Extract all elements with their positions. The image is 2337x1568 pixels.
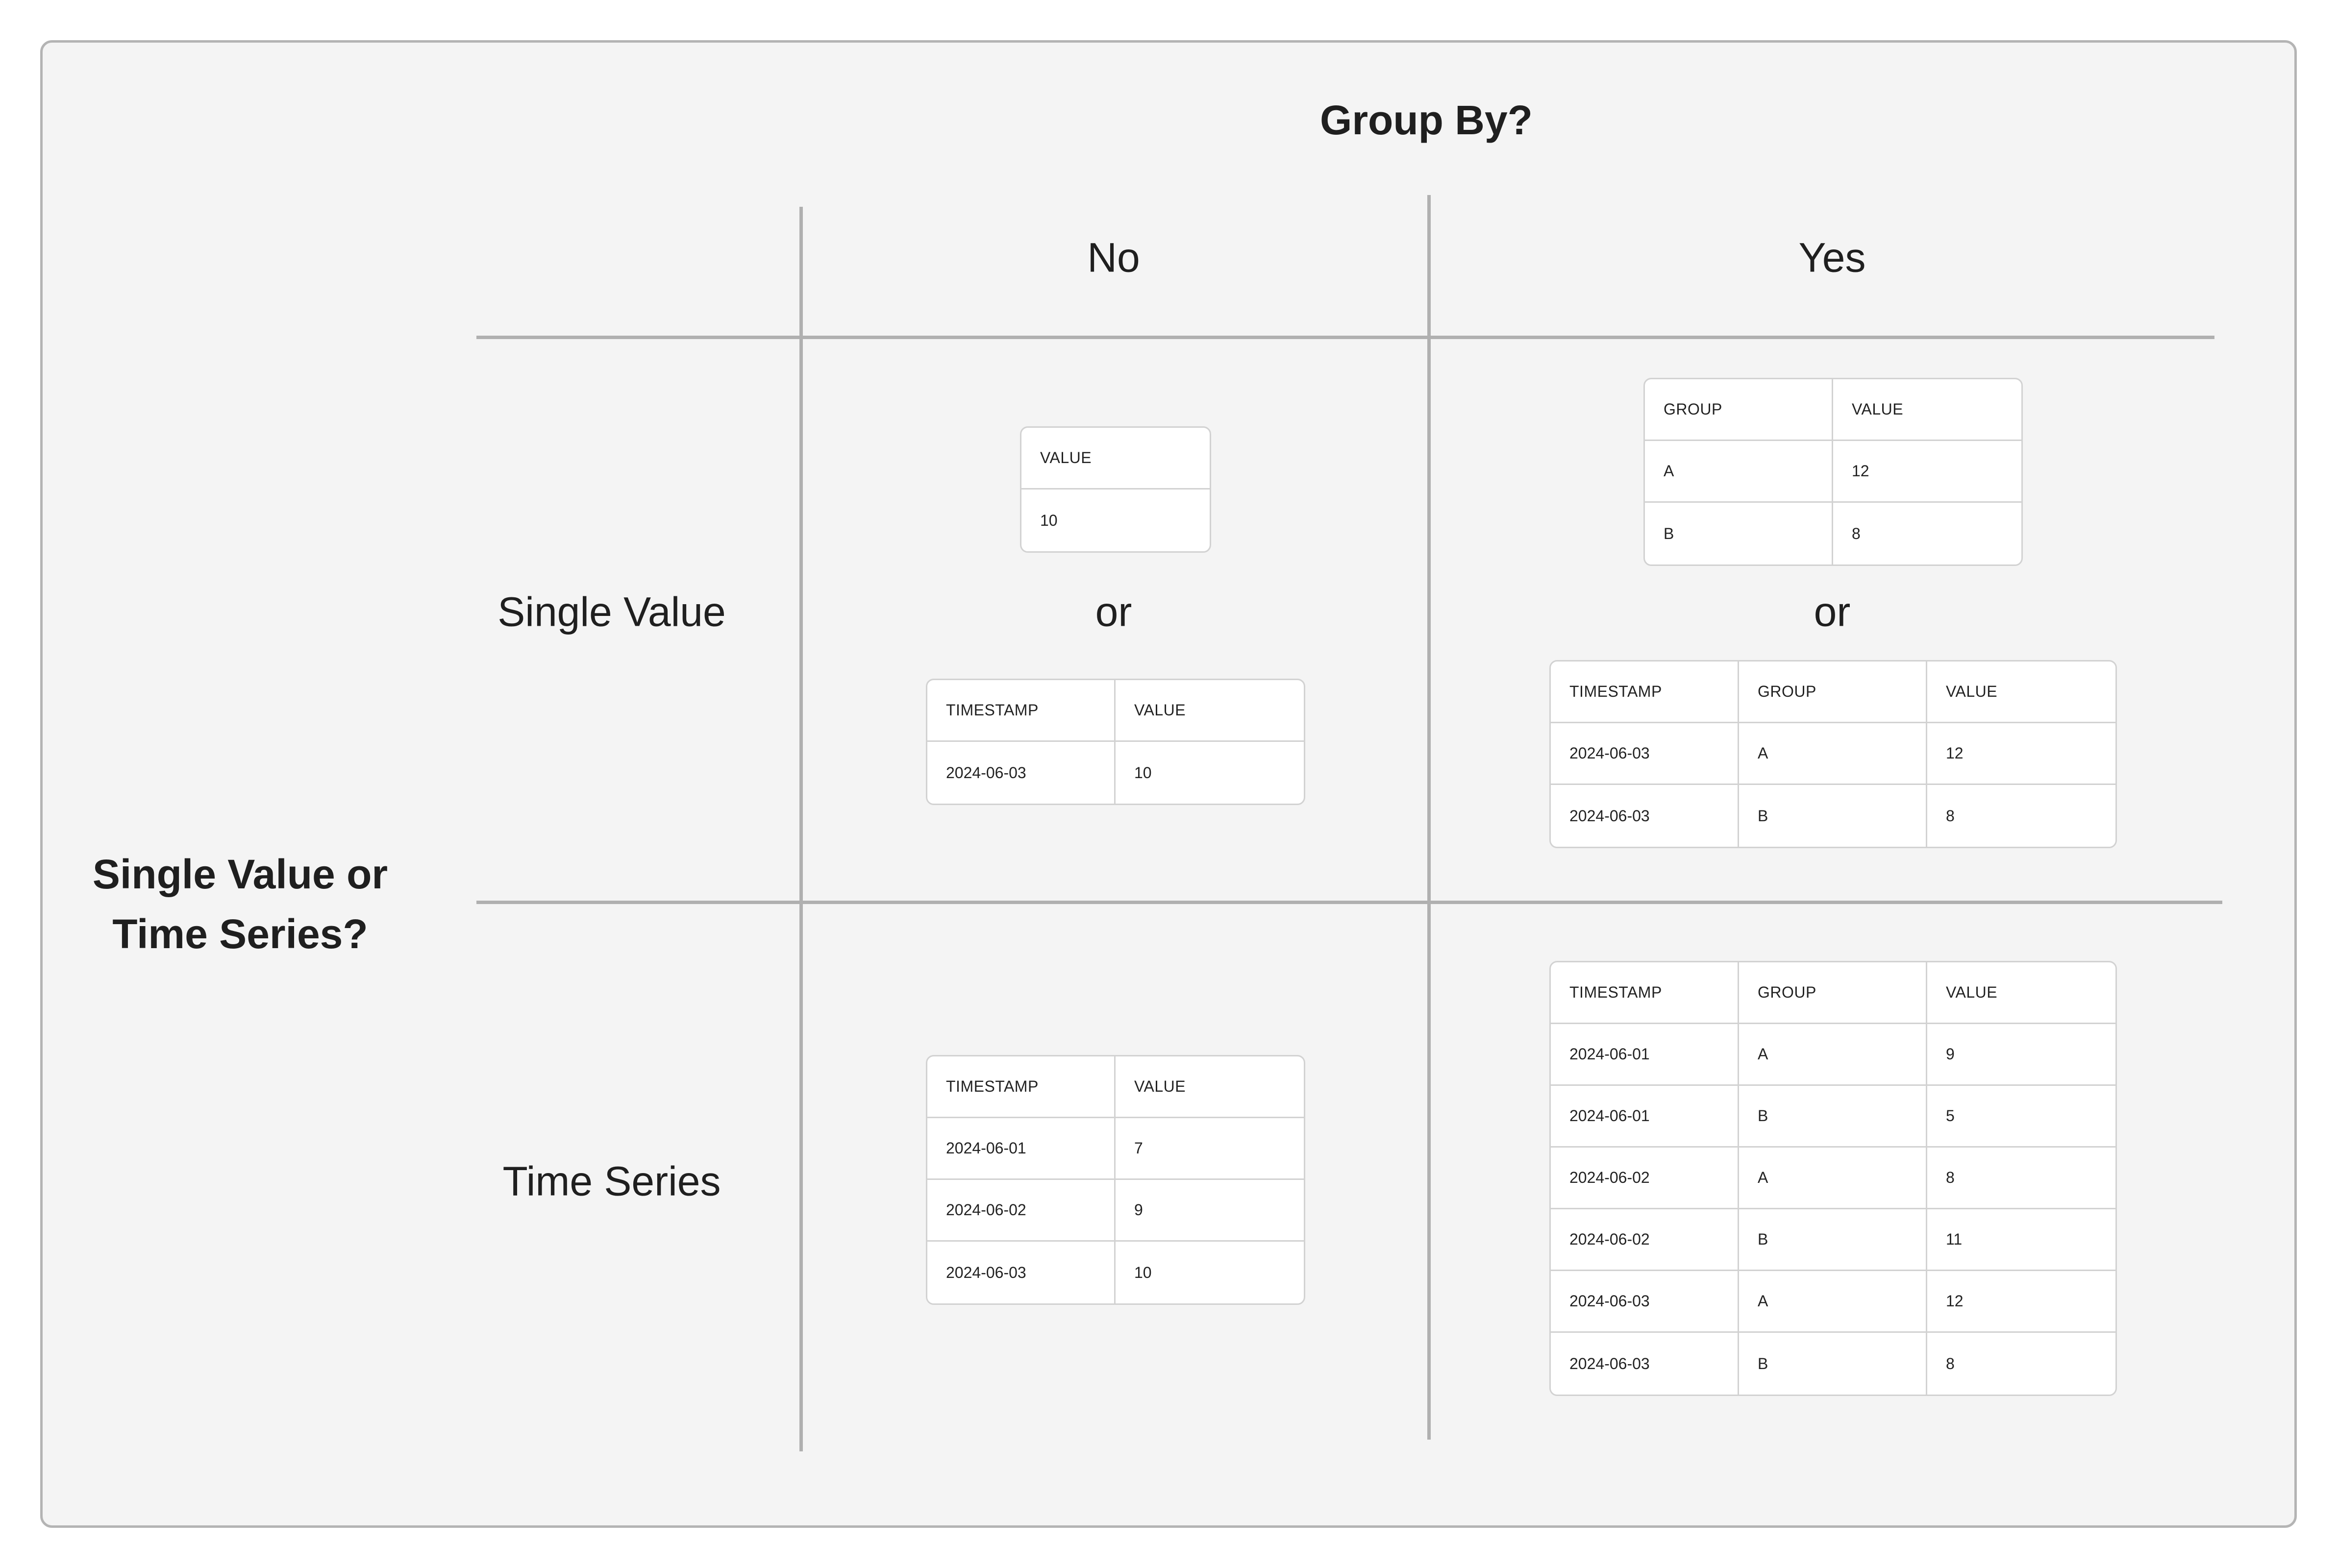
table-row: 10 — [1021, 490, 1210, 551]
column-header-cell: TIMESTAMP — [927, 680, 1116, 742]
table-cell: 2024-06-03 — [1551, 785, 1739, 847]
column-header-cell: VALUE — [1021, 428, 1210, 490]
table-row: 2024-06-03 10 — [927, 742, 1304, 804]
table-cell: 8 — [1946, 1354, 1955, 1372]
table-cell: A — [1739, 1148, 1927, 1209]
table-cell: 11 — [1927, 1209, 2115, 1271]
column-axis-title: Group By? — [1320, 97, 1533, 143]
column-header-cell: VALUE — [1116, 1056, 1304, 1118]
column-header-cell: GROUP — [1739, 962, 1927, 1024]
column-header-no: No — [1087, 234, 1140, 281]
table-cell: 8 — [1927, 1148, 2115, 1209]
grid-vertical-line-left — [799, 207, 803, 1451]
table-cell: B — [1645, 503, 1833, 564]
or-label-no: or — [1095, 588, 1132, 635]
table-cell: 5 — [1927, 1086, 2115, 1148]
table-cell: 2024-06-03 — [1551, 1333, 1739, 1395]
table-cell: B — [1739, 785, 1927, 847]
table-cell: 10 — [1134, 763, 1152, 782]
table-cell: 2024-06-01 — [1551, 1086, 1739, 1148]
table-cell: 9 — [1927, 1024, 2115, 1086]
column-header-cell: TIMESTAMP — [1551, 962, 1739, 1024]
column-header-cell: VALUE — [1927, 962, 2115, 1024]
table-cell: 2024-06-03 — [1551, 1271, 1739, 1333]
table-cell: A — [1739, 1024, 1927, 1086]
table-cell: B — [1739, 1333, 1927, 1395]
table-cell: 7 — [1116, 1118, 1304, 1180]
table-cell: 2024-06-01 — [927, 1118, 1116, 1180]
column-header-cell: VALUE — [1927, 662, 2115, 723]
table-cell: 12 — [1927, 1271, 2115, 1333]
table-cell: A — [1739, 1271, 1927, 1333]
table-cell: 8 — [1852, 524, 1861, 542]
table-cell: 2024-06-02 — [1551, 1148, 1739, 1209]
column-header-cell: GROUP — [1645, 379, 1833, 441]
table-cell: B — [1739, 1209, 1927, 1271]
table-cell: 2024-06-02 — [927, 1180, 1116, 1242]
column-header-cell: VALUE — [1116, 680, 1304, 742]
table-cell: B — [1739, 1086, 1927, 1148]
row-axis-title-line1: Single Value or — [92, 851, 388, 897]
row-axis-title: Single Value or Time Series? — [49, 845, 431, 964]
or-label-yes: or — [1814, 588, 1851, 635]
table-cell: 9 — [1116, 1180, 1304, 1242]
column-header-cell: VALUE — [1833, 379, 2021, 441]
table-cell: 2024-06-01 — [1551, 1024, 1739, 1086]
table-cell: 10 — [1040, 511, 1058, 529]
table-cell: 2024-06-02 — [1551, 1209, 1739, 1271]
table-cell: 8 — [1946, 807, 1955, 825]
row-axis-title-line2: Time Series? — [112, 910, 368, 957]
table-cell: A — [1645, 441, 1833, 503]
table-row: 2024-06-03 10 — [927, 1242, 1304, 1303]
grid-vertical-line-right — [1427, 195, 1431, 1440]
row-header-single-value: Single Value — [497, 588, 726, 635]
row-header-time-series: Time Series — [502, 1158, 721, 1204]
table-cell: 10 — [1134, 1263, 1152, 1281]
column-header-yes: Yes — [1798, 234, 1866, 281]
table-cell: 2024-06-03 — [927, 742, 1116, 804]
table-single-no-value: VALUE 10 — [1020, 426, 1211, 553]
table-cell: 12 — [1927, 723, 2115, 785]
column-header-cell: TIMESTAMP — [1551, 662, 1739, 723]
table-cell: 2024-06-03 — [927, 1242, 1116, 1303]
table-header-row: VALUE — [1021, 428, 1210, 490]
column-header-cell: GROUP — [1739, 662, 1927, 723]
column-header-cell: TIMESTAMP — [927, 1056, 1116, 1118]
table-cell: 2024-06-03 — [1551, 723, 1739, 785]
grid-horizontal-line-middle — [476, 901, 2222, 904]
table-cell: A — [1739, 723, 1927, 785]
grid-horizontal-line-top — [476, 336, 2214, 339]
table-cell: 12 — [1833, 441, 2021, 503]
